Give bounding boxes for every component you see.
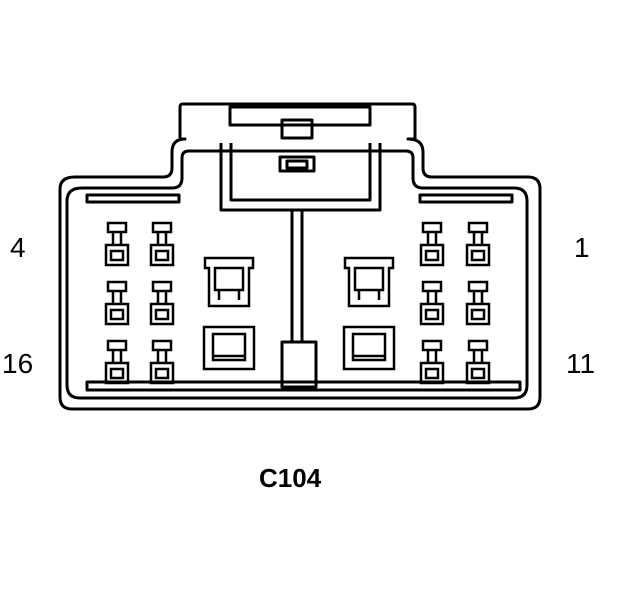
small-terminal <box>149 339 175 385</box>
small-terminal <box>149 221 175 267</box>
polarizing-stem <box>290 210 304 342</box>
small-terminal <box>104 280 130 326</box>
rib-top-left <box>85 193 181 204</box>
latch-tab-lower <box>278 155 316 173</box>
small-terminal-group <box>104 221 491 385</box>
pin-label-top-left: 4 <box>10 232 26 263</box>
latch-tab-lower-inner <box>285 159 309 170</box>
connector-housing-outer <box>58 102 542 411</box>
small-terminal <box>104 339 130 385</box>
latch-tab-upper <box>280 118 314 140</box>
pin-label-bottom-right: 11 <box>566 348 595 379</box>
small-terminal <box>465 280 491 326</box>
small-terminal <box>419 280 445 326</box>
large-terminal-upper <box>343 256 395 308</box>
large-terminal-upper <box>203 256 255 308</box>
rib-bottom <box>85 380 522 392</box>
latch-cover <box>228 105 372 127</box>
polarizing-key <box>280 340 318 389</box>
small-terminal <box>149 280 175 326</box>
large-terminal-lower <box>202 325 256 371</box>
large-terminal-lower <box>342 325 396 371</box>
large-terminal-group <box>202 256 396 371</box>
small-terminal <box>419 221 445 267</box>
small-terminal <box>465 339 491 385</box>
small-terminal <box>465 221 491 267</box>
pin-label-bottom-left: 16 <box>2 348 33 379</box>
pin-label-top-right: 1 <box>574 232 590 263</box>
connector-housing-inner <box>65 149 529 400</box>
small-terminal <box>419 339 445 385</box>
latch-frame-inner <box>229 143 372 202</box>
connector-id-label: C104 <box>259 463 322 493</box>
rib-top-right <box>418 193 514 204</box>
small-terminal <box>104 221 130 267</box>
